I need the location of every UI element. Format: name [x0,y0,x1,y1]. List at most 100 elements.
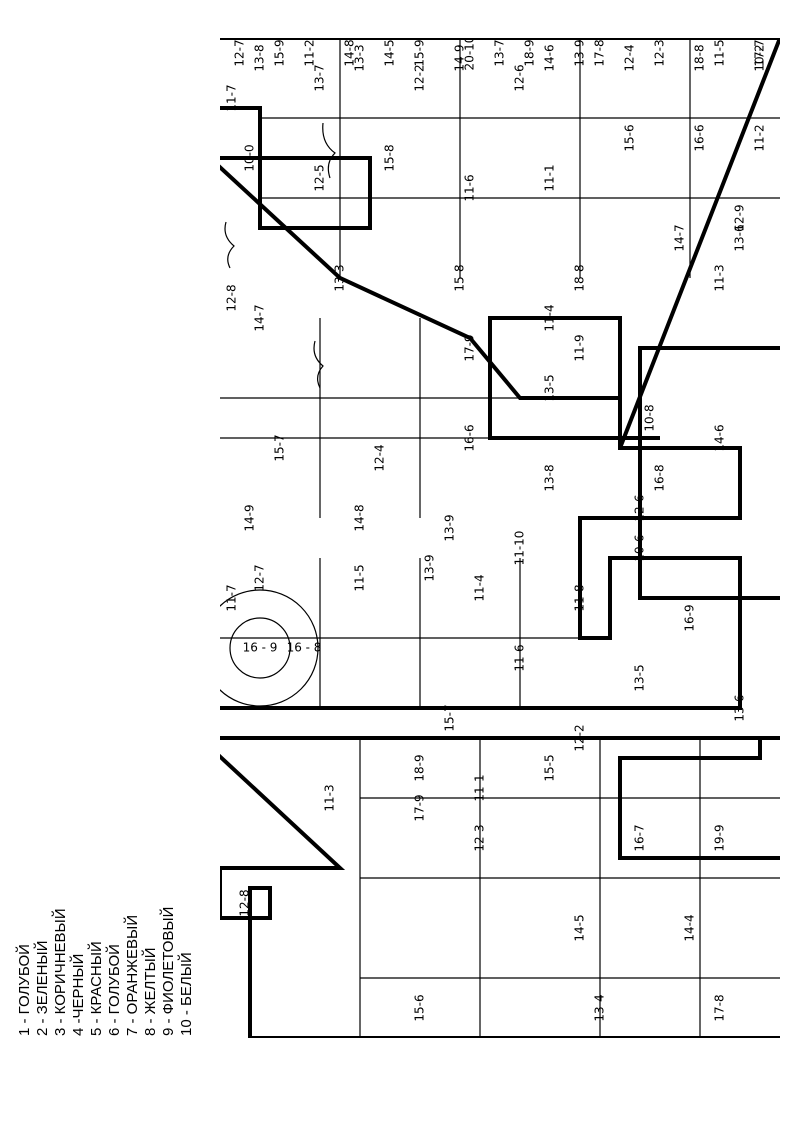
legend-item: 4 -ЧЕРНЫЙ [70,953,87,1036]
region-label: 10-0 [243,144,257,171]
region-label: 12-6 [513,64,527,91]
region-label: 13-6 [733,224,747,251]
region-label: 15-9 [273,39,287,66]
region-label: 12-4 [373,444,387,471]
legend-item: 2 - ЗЕЛЕНЫЙ [34,940,51,1036]
region-label: 14-7 [673,224,687,251]
region-label: 11-8 [573,584,587,611]
region-label: 16-7 [633,824,647,851]
region-label: 17-8 [593,39,607,66]
region-label: 14-8 [343,39,357,66]
region-label: 13-8 [543,464,557,491]
region-label: 12-5 [313,164,327,191]
region-label: 11-5 [713,39,727,66]
region-label: 18-8 [573,264,587,291]
region-label: 16-9 [683,604,697,631]
region-label: 12-8 [225,284,239,311]
region-label: 15-9 [413,39,427,66]
region-label: 19-9 [713,824,727,851]
region-label: 10-6 [633,534,647,561]
region-label: 14-5 [573,914,587,941]
region-label: 11-7 [225,584,239,611]
region-label: 11-1 [543,164,557,191]
region-label: 18-8 [693,44,707,71]
region-label: 12-6 [633,494,647,521]
region-label: 12-2 [573,724,587,751]
region-label: 13-5 [633,664,647,691]
region-label: 20-10 [463,38,477,70]
region-label: 15-5 [543,754,557,781]
region-label: 15-8 [453,264,467,291]
region-label: 17-7 [753,39,767,66]
legend-item: 6 - ГОЛУБОЙ [106,944,123,1036]
region-label: 11-7 [225,84,239,111]
region-label: 10-2 [753,44,767,71]
region-label: 14-6 [543,44,557,71]
region-label: 16-8 [653,464,667,491]
castle-drawing: 16 - 9 16 - 8 [220,38,780,1038]
region-label: 15-6 [413,994,427,1021]
region-label: 13-5 [543,374,557,401]
region-label: 18-9 [413,754,427,781]
cell-grid [220,38,780,1038]
castle-outline [220,38,780,1038]
region-label: 16-6 [463,424,477,451]
region-label: 14-4 [683,914,697,941]
region-label: 14-7 [253,304,267,331]
region-label: 14-6 [713,424,727,451]
region-label: 18-9 [523,39,537,66]
region-label: 11-3 [323,784,337,811]
region-label: 11-2 [753,124,767,151]
castle-svg: 16 - 9 16 - 8 [220,38,780,1038]
region-label: 13-6 [733,694,747,721]
region-label: 15-7 [443,704,457,731]
region-labels: 17-8 13-4 15-6 14-4 14-5 19-9 16-7 12-3 15-5 18-9… [225,38,767,1022]
region-label: 11-3 [713,264,727,291]
region-label: 17-8 [713,994,727,1021]
bird-icon [322,122,336,179]
sun-inner-ring [229,617,291,679]
region-label: 14-9 [243,504,257,531]
tower-outline [638,346,780,600]
region-label: 15-8 [383,144,397,171]
bird-icon [313,340,324,389]
region-label: 14-8 [353,504,367,531]
region-label: 12-4 [623,44,637,71]
legend-item: 7 - ОРАНЖЕВЫЙ [124,914,141,1036]
region-label: 11-2 [303,39,317,66]
sun-outer-label: 16 - 8 [287,641,322,655]
region-label: 12-7 [253,564,267,591]
legend-item: 3 - КОРИЧНЕВЫЙ [52,908,69,1036]
region-label: 13-7 [313,64,327,91]
region-label: 13-3 [333,264,347,291]
region-label: 11-5 [353,564,367,591]
legend-item: 8 - ЖЕЛТЫЙ [142,947,159,1036]
region-label: 12-7 [233,39,247,66]
region-label: 12-9 [733,204,747,231]
region-label: 11-1 [473,774,487,801]
legend-item: 1 - ГОЛУБОЙ [16,944,33,1036]
region-label: 13-4 [593,994,607,1021]
region-label: 15-7 [273,434,287,461]
region-label: 10-8 [643,404,657,431]
region-label: 12-3 [473,824,487,851]
sun-inner-label: 16 - 9 [243,641,278,655]
region-label: 16-6 [693,124,707,151]
region-label: 11-10 [513,531,527,566]
region-label: 13-7 [493,39,507,66]
region-label: 14-9 [453,44,467,71]
legend-item: 10 - БЕЛЫЙ [178,952,195,1036]
region-label: 14-5 [383,39,397,66]
region-label: 11-6 [463,174,477,201]
region-label: 11-4 [473,574,487,601]
region-label: 11-4 [543,304,557,331]
region-label: 12-3 [653,39,667,66]
legend-item: 5 - КРАСНЫЙ [88,941,105,1036]
region-label: 12-8 [238,889,252,916]
region-label: 17-9 [463,334,477,361]
region-label: 17-9 [413,794,427,821]
gate-outline [618,738,780,860]
region-label: 13-8 [253,44,267,71]
